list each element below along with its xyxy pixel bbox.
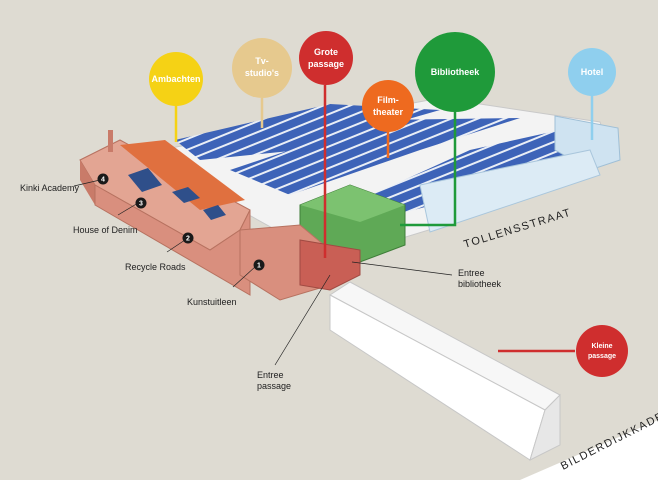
label-entree-bibliotheek-1: Entree (458, 268, 485, 278)
svg-text:2: 2 (186, 236, 190, 243)
svg-text:1: 1 (257, 263, 261, 270)
svg-text:Grote: Grote (314, 47, 338, 57)
leader-kunst (232, 265, 257, 288)
orange-roof (120, 140, 245, 210)
leader-kinki (73, 179, 101, 187)
marker-4: 4 (97, 173, 109, 185)
bilderdijk-building-end (529, 393, 561, 461)
road-strip (520, 420, 658, 480)
label-entree-passage-2: passage (257, 381, 291, 391)
bubble-hotel: Hotel (568, 48, 616, 96)
library-roof (300, 185, 405, 222)
marker-3: 3 (135, 197, 147, 209)
label-kunstuitleen: Kunstuitleen (187, 297, 237, 307)
leader-recycle (166, 239, 186, 253)
svg-text:theater: theater (373, 107, 404, 117)
bubble-bibliotheek: Bibliotheek (415, 32, 495, 112)
bubble-kleine-passage: Kleine passage (576, 325, 628, 377)
bubble-tv-studios: Tv- studio's (232, 38, 292, 98)
svg-text:studio's: studio's (245, 68, 279, 78)
skylight-2 (172, 187, 200, 203)
label-house-of-denim: House of Denim (73, 225, 138, 235)
brick-facade-front (94, 184, 251, 296)
svg-text:passage: passage (308, 59, 344, 69)
label-kinki-academy: Kinki Academy (20, 183, 80, 193)
svg-text:Kleine: Kleine (591, 343, 612, 350)
solar-roof-front (360, 130, 585, 215)
leader-entree-bib (351, 261, 453, 276)
bubble-filmtheater: Film- theater (362, 80, 414, 132)
skylight-1 (128, 168, 162, 192)
leader-denim (117, 202, 139, 216)
svg-text:Hotel: Hotel (581, 67, 604, 77)
label-recycle-roads: Recycle Roads (125, 262, 186, 272)
leader-bib (400, 112, 457, 227)
marker-1: 1 (253, 259, 265, 271)
label-entree-passage-1: Entree (257, 370, 284, 380)
chimney (108, 130, 113, 152)
label-entree-bibliotheek-2: bibliotheek (458, 279, 502, 289)
svg-text:3: 3 (139, 201, 143, 208)
leader-entree-passage (274, 274, 331, 366)
svg-text:passage: passage (588, 353, 616, 360)
bubble-ambachten: Ambachten (149, 52, 203, 106)
brick-facade-left (80, 160, 95, 205)
svg-text:4: 4 (101, 177, 105, 184)
marker-2: 2 (182, 232, 194, 244)
svg-text:Bibliotheek: Bibliotheek (431, 67, 481, 77)
solar-roof-middle (230, 118, 520, 195)
svg-text:Film-: Film- (377, 95, 399, 105)
svg-text:Ambachten: Ambachten (151, 74, 200, 84)
hotel-facade (419, 149, 601, 233)
passage-building (299, 239, 361, 291)
bubble-grote-passage: Grote passage (299, 31, 353, 85)
skylight-3 (203, 205, 226, 220)
svg-text:Tv-: Tv- (255, 56, 269, 66)
